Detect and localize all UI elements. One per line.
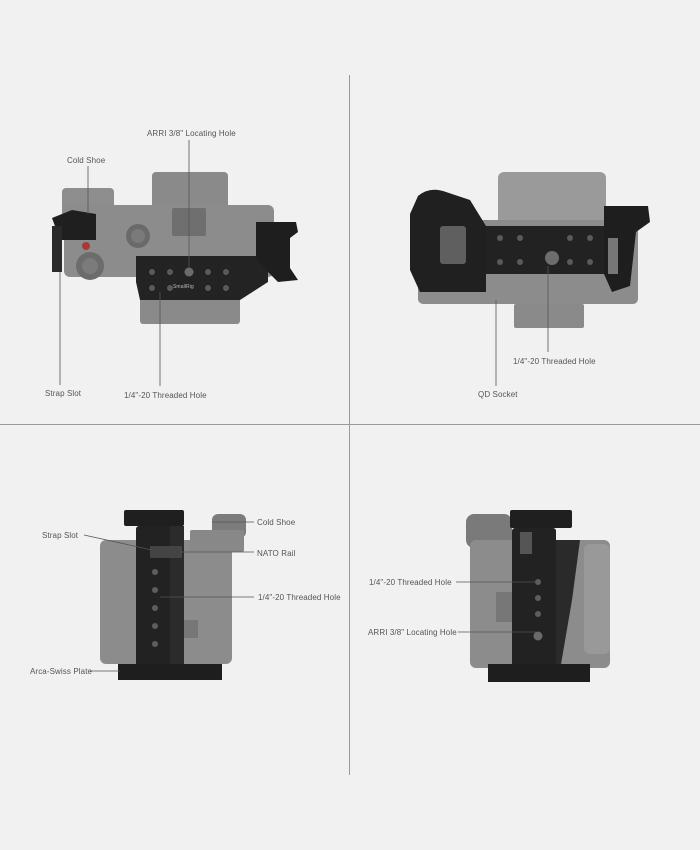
- cage-side-view-left: [118, 510, 222, 680]
- vertical-divider: [349, 75, 350, 775]
- cage-threaded-holes: [149, 267, 229, 291]
- callout-arri-locating-hole-top-left: ARRI 3/8" Locating Hole: [147, 129, 236, 138]
- brand-mark-top-view: SmallRig: [173, 284, 194, 290]
- callout-nato-rail-bottom-left: NATO Rail: [257, 549, 296, 558]
- callout-threaded-hole-bottom-left: 1/4"-20 Threaded Hole: [258, 593, 341, 602]
- cage-side-view-right: [488, 510, 590, 682]
- side-left-threaded-holes: [152, 569, 158, 647]
- callout-arri-locating-hole-bottom-right: ARRI 3/8" Locating Hole: [368, 628, 457, 637]
- callout-threaded-hole-top-right: 1/4"-20 Threaded Hole: [513, 357, 596, 366]
- callout-threaded-hole-bottom-right: 1/4"-20 Threaded Hole: [369, 578, 452, 587]
- callout-cold-shoe-top-left: Cold Shoe: [67, 156, 106, 165]
- callout-strap-slot-bottom-left: Strap Slot: [42, 531, 79, 540]
- callout-cold-shoe-bottom-left: Cold Shoe: [257, 518, 296, 527]
- rear-threaded-holes: [497, 235, 593, 265]
- callout-threaded-hole-top-left: 1/4"-20 Threaded Hole: [124, 391, 207, 400]
- callout-qd-socket-top-right: QD Socket: [478, 390, 518, 399]
- side-right-threaded-holes: [533, 579, 543, 641]
- callout-strap-slot-top-left: Strap Slot: [45, 389, 82, 398]
- callout-arca-swiss-plate-bottom-left: Arca-Swiss Plate: [30, 667, 93, 676]
- cage-rear-view: [410, 189, 650, 292]
- horizontal-divider: [0, 424, 700, 425]
